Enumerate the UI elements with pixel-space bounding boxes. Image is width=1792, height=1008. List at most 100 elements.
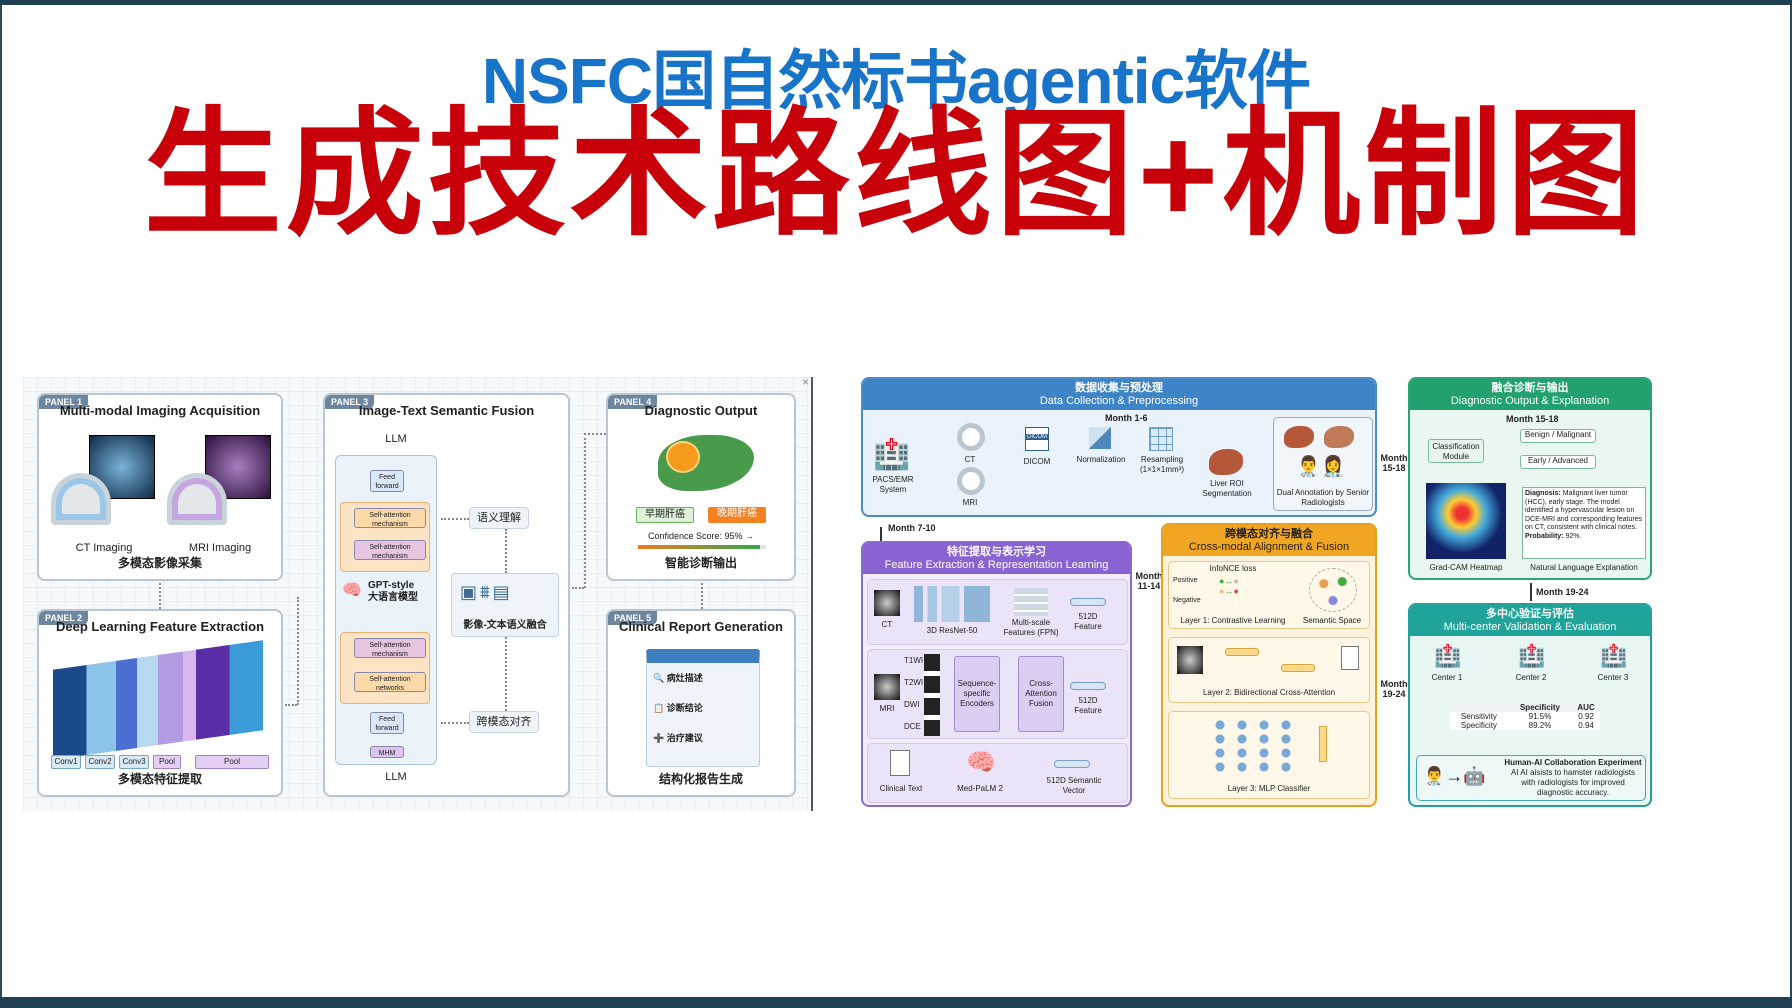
panel-caption: 结构化报告生成 xyxy=(658,772,743,786)
self-attention-block: Self-attention mechanism xyxy=(354,638,426,658)
arrow xyxy=(701,583,703,609)
report-item: 📋 诊断结论 xyxy=(653,703,703,713)
benign-malignant-output: Benign / Malignant xyxy=(1520,429,1596,443)
transformer-stack: Feed forward Self-attention mechanism Se… xyxy=(335,455,437,765)
resampling-label: Resampling (1×1×1mm³) xyxy=(1139,455,1184,474)
classification-module: Classification Module xyxy=(1428,439,1484,463)
feature-label: 512D Feature xyxy=(1074,612,1102,631)
month-label: Month 15-18 xyxy=(1380,453,1408,473)
layer-2-box: Layer 2: Bidirectional Cross-Attention xyxy=(1168,637,1370,703)
resnet-label: 3D ResNet-50 xyxy=(926,626,978,635)
panel-1: PANEL 1 Multi-modal Imaging Acquisition … xyxy=(37,393,283,581)
bottom-border-bar xyxy=(0,997,1792,1008)
layer-chip: Pool xyxy=(195,755,269,769)
month-label: Month 11-14 xyxy=(1135,571,1163,591)
human-ai-experiment-box: 👨‍⚕️→🤖 Human-AI Collaboration Experiment… xyxy=(1416,755,1646,801)
ct-label: CT xyxy=(881,620,893,629)
mechanism-figure: × PANEL 1 Multi-modal Imaging Acquisitio… xyxy=(23,375,813,811)
sequence-label: DWI xyxy=(904,700,920,709)
arrow xyxy=(505,529,507,573)
slide-title: 生成技术路线图+机制图 xyxy=(143,98,1649,252)
infonce-label: InfoNCE loss xyxy=(1209,564,1257,573)
brain-icon: 🧠 xyxy=(966,749,996,776)
self-attention-block: Self-attention mechanism xyxy=(354,540,426,560)
mri-sequence-images xyxy=(924,654,940,736)
sequence-label: T1WI xyxy=(904,656,924,665)
token-vector xyxy=(1281,664,1315,672)
center-label: Center 3 xyxy=(1597,673,1629,682)
image-text-fusion-box: ▣⩩▤ 影像-文本语义融合 xyxy=(451,573,559,637)
experiment-text: AI AI aisists to hamster radiologists wi… xyxy=(1510,768,1636,797)
medpalm-label: Med-PaLM 2 xyxy=(957,784,1003,793)
confidence-bar xyxy=(638,545,766,549)
semantic-vector-label: 512D Semantic Vector xyxy=(1046,776,1102,795)
annotation-label: Dual Annotation by Senior Radiologists xyxy=(1276,488,1370,507)
arrow xyxy=(1530,583,1532,601)
panel-tag: PANEL 3 xyxy=(325,395,375,409)
heatmap-label: Grad-CAM Heatmap xyxy=(1429,563,1503,572)
panel-5: PANEL 5 Clinical Report Generation 🔍 病灶描… xyxy=(606,609,796,797)
fpn-label: Multi-scale Features (FPN) xyxy=(1003,618,1059,637)
mlp-network-icon xyxy=(1209,718,1299,776)
slide-frame xyxy=(0,5,1792,997)
panel-tag: PANEL 2 xyxy=(39,611,89,625)
ct-scanner-icon xyxy=(957,423,985,451)
arrow xyxy=(441,722,469,724)
layer-1-box: InfoNCE loss Positive Negative ●↔●●↔● La… xyxy=(1168,561,1370,629)
panel-3: PANEL 3 Image-Text Semantic Fusion LLM F… xyxy=(323,393,570,797)
search-icon: 🔍 xyxy=(653,673,665,683)
roi-label: Liver ROI Segmentation xyxy=(1202,479,1252,498)
panel-2: PANEL 2 Deep Learning Feature Extraction… xyxy=(37,609,283,797)
arrow xyxy=(880,527,882,541)
cross-modal-alignment-box: 跨模态对齐 xyxy=(469,711,539,733)
text-branch: Clinical Text 🧠 Med-PaLM 2 512D Semantic… xyxy=(867,743,1128,803)
sequence-label: DCE xyxy=(904,722,921,731)
positive-label: Positive xyxy=(1173,577,1198,584)
brain-icon: 🧠 xyxy=(342,582,362,599)
ct-branch: CT 3D ResNet-50 Multi-scale Features (FP… xyxy=(867,579,1128,645)
layer-2-label: Layer 2: Bidirectional Cross-Attention xyxy=(1202,688,1336,697)
hospital-icon: 🏥 xyxy=(1434,643,1462,668)
mri-branch: MRI T1WI T2WI DWI DCE Sequence-specific … xyxy=(867,649,1128,739)
resampling-grid-icon xyxy=(1149,427,1173,451)
document-icon xyxy=(890,750,910,776)
close-icon[interactable]: × xyxy=(801,375,809,389)
month-label: Month 7-10 xyxy=(888,523,936,533)
feature-vector-icon xyxy=(1070,598,1106,606)
panel-caption: 智能诊断输出 xyxy=(664,556,737,570)
llm-output-label: LLM xyxy=(385,433,407,445)
mri-label: MRI xyxy=(879,704,895,713)
nle-label: Natural Language Explanation xyxy=(1530,563,1638,572)
arrow xyxy=(584,433,606,435)
ct-label: CT Imaging xyxy=(75,542,133,554)
report-item: 🔍 病灶描述 xyxy=(653,673,703,683)
semantic-space-icon xyxy=(1309,568,1357,612)
fpn-icon xyxy=(1014,588,1048,616)
mri-label: MRI xyxy=(962,498,978,507)
hospital-icon: 🏥 xyxy=(873,438,911,471)
panel-title: Deep Learning Feature Extraction xyxy=(55,619,265,634)
panel-title: Multi-modal Imaging Acquisition xyxy=(59,403,261,418)
arrow xyxy=(572,587,584,589)
arrow xyxy=(441,518,469,520)
arrow xyxy=(505,637,507,711)
confidence-score: Confidence Score: 95% → xyxy=(647,531,755,541)
slide-subtitle: NSFC国自然标书agentic软件 xyxy=(481,45,1311,117)
liver-roi-icon xyxy=(1209,449,1243,475)
feed-forward-block: Feed forward xyxy=(370,470,404,492)
doctors-icon: 👨‍⚕️👩‍⚕️ xyxy=(1296,456,1346,478)
month-label: Month 15-18 xyxy=(1506,414,1559,424)
document-icon xyxy=(1341,646,1359,670)
